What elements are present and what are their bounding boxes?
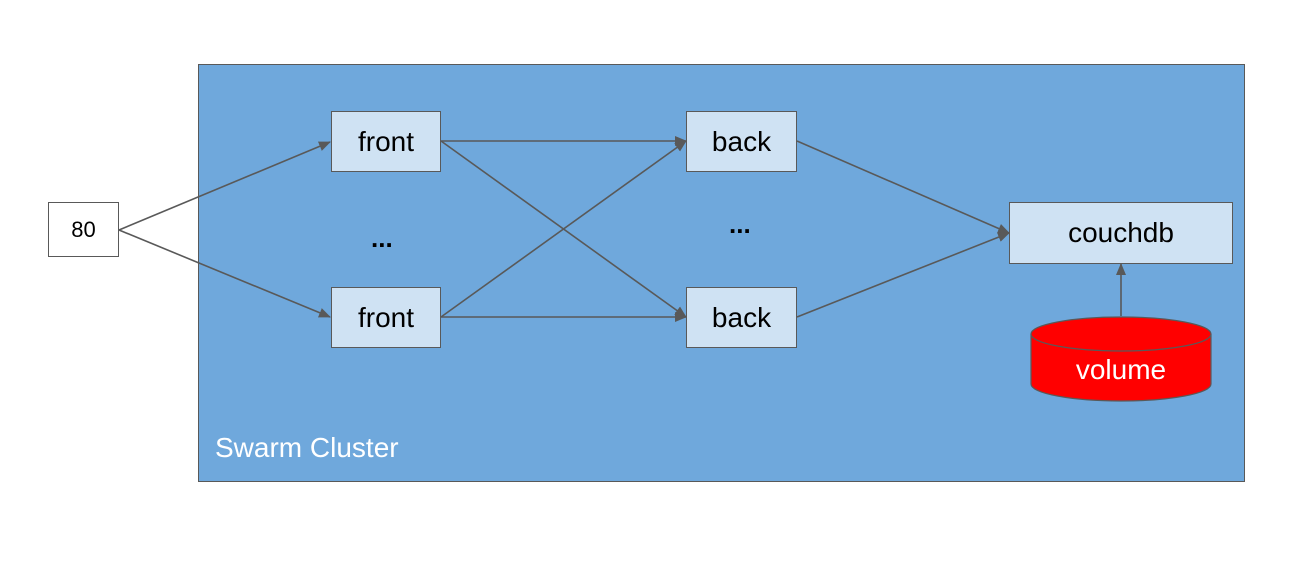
arrow-back-bottom-to-couchdb [796, 232, 1010, 318]
front-ellipsis: ... [371, 223, 393, 253]
arrow-port-to-front-top [118, 141, 331, 231]
port-80-box: 80 [48, 202, 119, 257]
front-service-bottom: front [331, 287, 441, 348]
arrow-back-top-to-couchdb [796, 140, 1010, 234]
back-service-bottom: back [686, 287, 797, 348]
arrow-front-bottom-to-back-top [440, 140, 687, 318]
volume-cylinder [1030, 316, 1212, 402]
front-service-top: front [331, 111, 441, 172]
volume-label: volume [1075, 354, 1167, 385]
swarm-cluster-label: Swarm Cluster [215, 432, 399, 463]
back-ellipsis: ... [729, 209, 751, 239]
arrow-port-to-front-bottom [118, 229, 331, 318]
back-service-top: back [686, 111, 797, 172]
couchdb-service: couchdb [1009, 202, 1233, 264]
